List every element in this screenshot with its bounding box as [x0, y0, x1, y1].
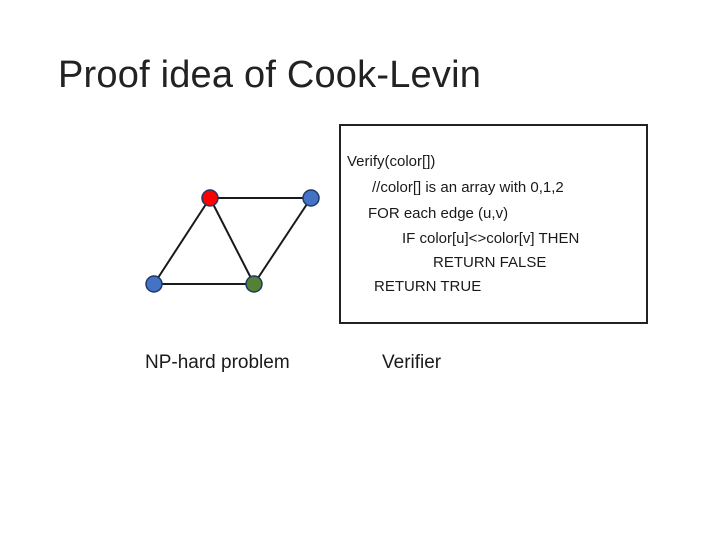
edge-bottommiddle-topright: [253, 197, 312, 285]
code-line-6: RETURN TRUE: [374, 278, 482, 295]
code-line-2: //color[] is an array with 0,1,2: [372, 179, 564, 196]
edge-topleft-bottommiddle: [209, 197, 255, 285]
node-bottom-middle: [245, 275, 263, 293]
node-top-right: [302, 189, 320, 207]
verifier-caption: Verifier: [382, 352, 442, 373]
code-line-5: RETURN FALSE: [433, 254, 547, 271]
code-line-3: FOR each edge (u,v): [368, 205, 509, 222]
edge-topleft-bottomleft: [153, 197, 211, 285]
node-top-left: [201, 189, 219, 207]
slide-title: Proof idea of Cook-Levin: [58, 54, 482, 96]
code-line-1: Verify(color[]): [347, 153, 436, 170]
code-line-4: IF color[u]<>color[v] THEN: [402, 230, 580, 247]
verifier-box: [339, 124, 648, 324]
graph-caption: NP-hard problem: [145, 352, 290, 373]
node-bottom-left: [145, 275, 163, 293]
